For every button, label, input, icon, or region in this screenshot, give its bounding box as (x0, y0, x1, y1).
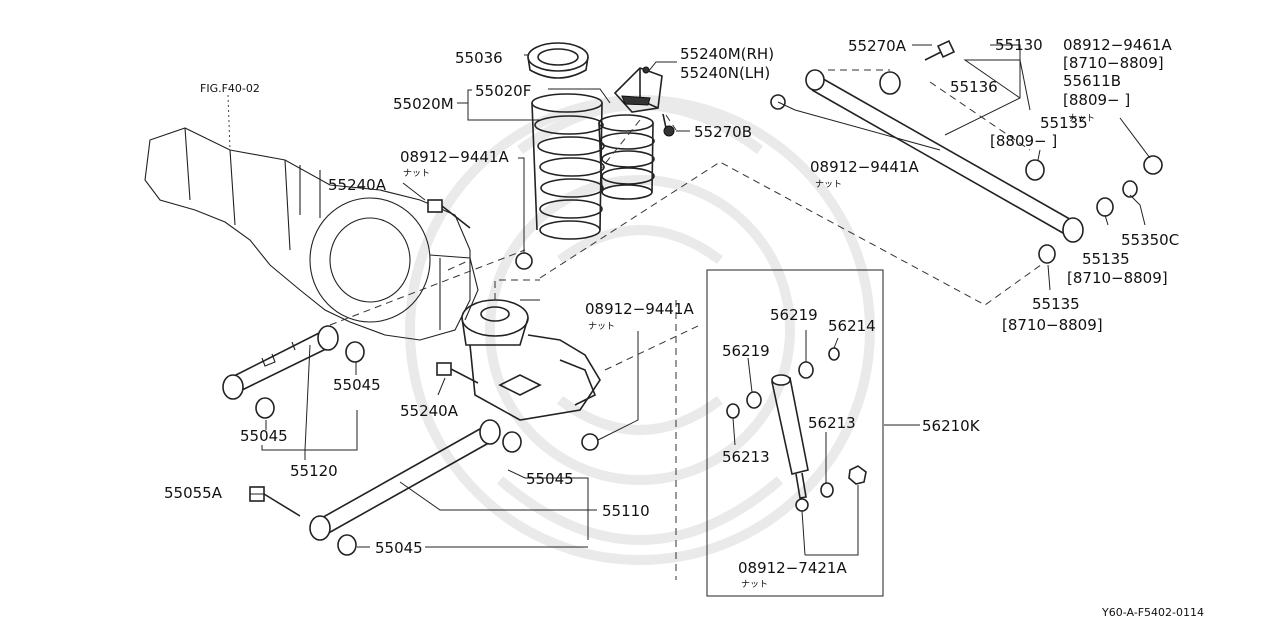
label-55270B: 55270B (694, 123, 752, 141)
label-date-8710-8809-b: [8710−8809] (1067, 269, 1168, 287)
label-56213-a: 56213 (722, 448, 770, 466)
shock-absorber-box (706, 269, 884, 597)
bump-stop-bracket (613, 66, 675, 137)
label-56210K: 56210K (922, 417, 981, 435)
label-55045-a: 55045 (333, 376, 381, 394)
label-55045-d: 55045 (375, 539, 423, 557)
label-nut-a: ナット (1068, 113, 1095, 124)
label-55130: 55130 (995, 36, 1043, 54)
dashed-guides (329, 114, 1046, 580)
label-08912-9441A-left: 08912−9441A (400, 148, 509, 166)
label-nut-b: ナット (815, 179, 842, 190)
label-55240N: 55240N(LH) (680, 64, 770, 82)
label-nut-c: ナット (403, 168, 430, 179)
label-08912-7421A: 08912−7421A (738, 559, 847, 577)
label-56214: 56214 (828, 317, 876, 335)
label-56213-b: 56213 (808, 414, 856, 432)
label-55135-c: 55135 (1032, 295, 1080, 313)
label-55240M: 55240M(RH) (680, 45, 774, 63)
label-08912-9461A: 08912−9461A (1063, 36, 1172, 54)
part-labels: FIG.F40-02 55036 55020M 55020F 55240M(RH… (164, 36, 1204, 619)
bushings-55045 (255, 341, 522, 556)
label-55020F: 55020F (475, 82, 531, 100)
nut-lower-middle (581, 433, 599, 451)
label-56219-a: 56219 (770, 306, 818, 324)
label-55120: 55120 (290, 462, 338, 480)
label-08912-9441A-middle: 08912−9441A (585, 300, 694, 318)
label-55611B: 55611B (1063, 72, 1121, 90)
axle-housing (144, 94, 479, 341)
axle-center (461, 279, 601, 421)
bolt-55055A (249, 486, 301, 517)
footer-code: Y60-A-F5402-0114 (1101, 606, 1204, 619)
lower-arm-55120 (222, 325, 339, 400)
bolt-55240A-upper (427, 199, 471, 229)
label-55240A-lower: 55240A (400, 402, 459, 420)
spring-seat (527, 42, 589, 79)
figure-ref: FIG.F40-02 (200, 82, 260, 95)
label-55240A-upper: 55240A (328, 176, 387, 194)
label-55036: 55036 (455, 49, 503, 67)
label-55020M: 55020M (393, 95, 454, 113)
label-55045-b: 55045 (240, 427, 288, 445)
label-nut-d: ナット (588, 321, 615, 332)
bolt-55240A-lower (436, 362, 479, 384)
label-55270A: 55270A (848, 37, 907, 55)
label-55055A: 55055A (164, 484, 223, 502)
lateral-rod (770, 39, 1163, 264)
label-55110: 55110 (602, 502, 650, 520)
label-08912-9441A-right: 08912−9441A (810, 158, 919, 176)
label-nut-e: ナット (741, 579, 768, 590)
label-55045-c: 55045 (526, 470, 574, 488)
label-date-8710-8809-c: [8710−8809] (1002, 316, 1103, 334)
coil-spring-large (531, 93, 605, 240)
label-55350C: 55350C (1121, 231, 1179, 249)
coil-spring-small (598, 114, 655, 200)
label-55135-a: 55135 (1040, 114, 1088, 132)
label-date-8710-8809-a: [8710−8809] (1063, 54, 1164, 72)
nut-upper-middle (515, 252, 533, 270)
label-56219-b: 56219 (722, 342, 770, 360)
label-date-8809-b: [8809− ] (990, 132, 1057, 150)
label-date-8809-a: [8809− ] (1063, 91, 1130, 109)
lower-arm-55110 (309, 419, 501, 541)
label-55135-b: 55135 (1082, 250, 1130, 268)
label-55136: 55136 (950, 78, 998, 96)
leader-lines (250, 44, 1151, 556)
